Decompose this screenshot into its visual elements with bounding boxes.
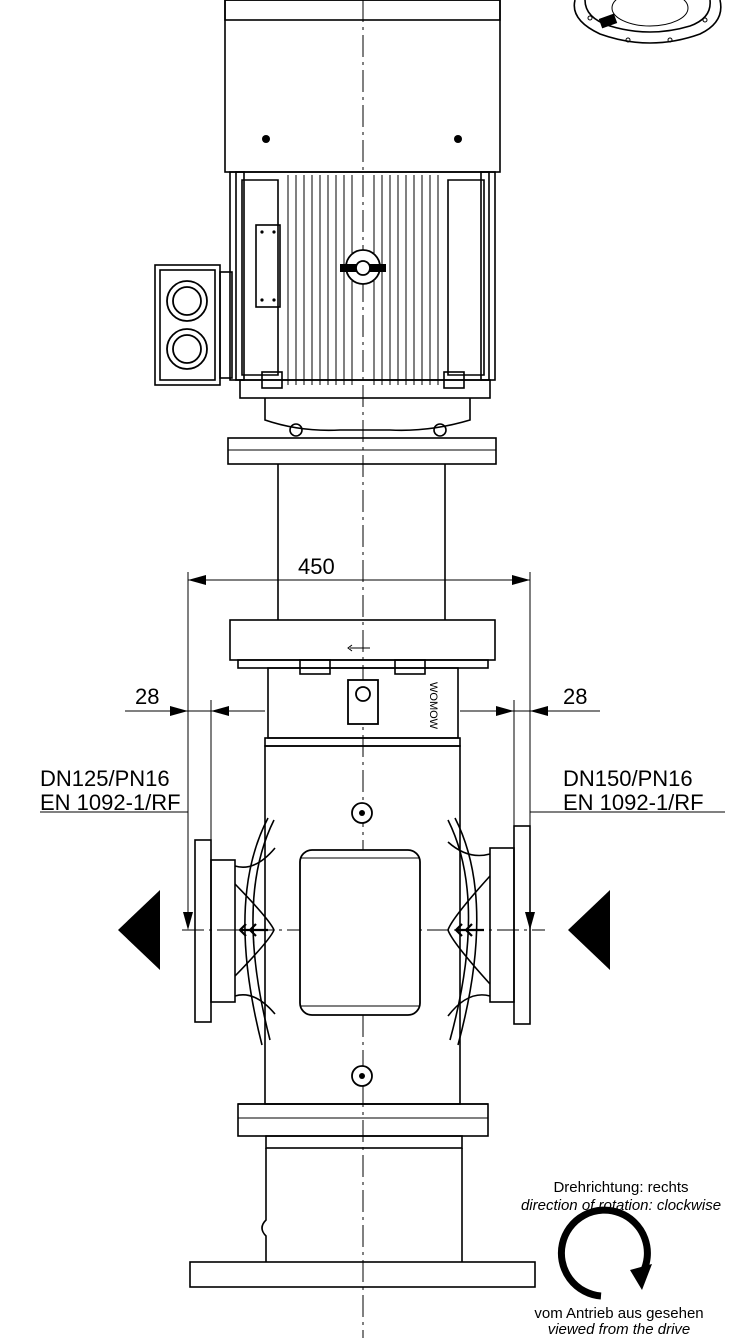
rotation-view-en: viewed from the drive [548,1321,691,1338]
flange-inset-view [573,0,722,44]
dimension-28-right-label: 28 [563,684,587,709]
dimension-450 [187,572,531,840]
dimension-28-left [125,700,265,860]
dimension-450-label: 450 [298,554,335,579]
rotation-view-de: vom Antrieb aus gesehen [534,1305,703,1322]
rotation-label-de: Drehrichtung: rechts [553,1179,688,1196]
inlet-flange-standard: EN 1092-1/RF [40,790,181,815]
outlet-flange-standard: EN 1092-1/RF [563,790,704,815]
terminal-box [154,264,233,386]
nameplate-text: WOMOW [427,682,439,730]
clockwise-arrow-icon [557,1206,652,1300]
pump-cover: WOMOW [229,619,496,747]
dimension-28-left-label: 28 [135,684,159,709]
pump-casing [237,745,489,1137]
rotation-label-en: direction of rotation: clockwise [521,1197,721,1214]
cooling-fins [287,175,439,385]
inlet-flange-leader [40,811,193,930]
inlet-flow-arrow-icon [118,890,160,970]
inlet-nozzle [194,839,276,1023]
base-plate [189,1135,536,1288]
outlet-flange-size: DN150/PN16 [563,766,693,791]
outlet-flange-leader [525,811,725,930]
dimension-28-right [460,700,600,848]
inlet-flange-size: DN125/PN16 [40,766,170,791]
motor-stool [227,423,497,620]
motor [224,0,501,432]
outlet-flow-arrow-icon [568,890,610,970]
